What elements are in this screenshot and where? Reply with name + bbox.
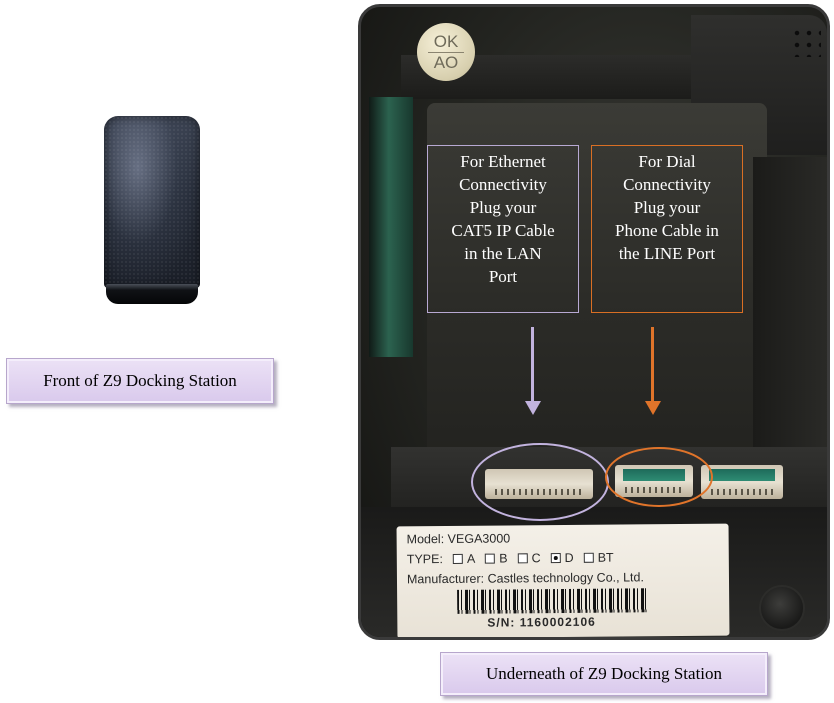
type-b-checkbox: [485, 553, 496, 564]
ethernet-instruction-text: For Ethernet Connectivity Plug your CAT5…: [451, 152, 555, 286]
model-value: VEGA3000: [447, 531, 511, 547]
serial-number: S/N: 1160002106: [487, 614, 596, 630]
underneath-caption: Underneath of Z9 Docking Station: [440, 652, 768, 696]
ethernet-arrow-shaft: [531, 327, 534, 405]
extra-port: [701, 465, 783, 499]
vent-dots: [791, 27, 821, 57]
dial-arrow-head: [644, 401, 661, 415]
type-b-label: B: [499, 551, 508, 566]
body-texture: [104, 116, 200, 288]
extra-port-insert: [709, 469, 775, 481]
barcode: [457, 588, 648, 614]
type-d-checkbox: [550, 553, 561, 564]
product-label-sticker: Model: VEGA3000 TYPE: A B C D BT Manufac…: [396, 523, 730, 637]
type-row: TYPE: A B C D BT: [407, 551, 614, 567]
dial-instruction-text: For Dial Connectivity Plug your Phone Ca…: [615, 152, 719, 263]
type-bt-checkbox: [583, 552, 594, 563]
ok-sticker-divider: [428, 51, 464, 53]
type-a-label: A: [466, 551, 476, 566]
rubber-foot: [759, 585, 805, 631]
type-a-checkbox: [452, 553, 463, 564]
model-prefix: Model:: [406, 532, 445, 547]
underneath-docking-station-image: OK AO For Ethernet Connectivity Plug you…: [358, 4, 830, 640]
ok-sticker: OK AO: [417, 23, 475, 81]
docking-station-body: [104, 116, 200, 288]
model-row: Model: VEGA3000: [407, 531, 511, 546]
docking-station-base: [106, 284, 198, 304]
line-port-highlight-ring: [605, 447, 713, 507]
type-prefix: TYPE:: [406, 552, 443, 567]
center-panel: [427, 103, 767, 455]
dial-instruction-box: For Dial Connectivity Plug your Phone Ca…: [591, 145, 743, 313]
front-caption-text: Front of Z9 Docking Station: [43, 371, 237, 390]
ok-sticker-bottom-text: AO: [433, 52, 459, 72]
ethernet-arrow-head: [524, 401, 541, 415]
right-rail: [753, 157, 827, 487]
extra-port-pins: [711, 489, 773, 495]
ok-sticker-top-text: OK: [433, 31, 459, 51]
type-c-label: C: [531, 551, 541, 566]
lan-port-highlight-ring: [471, 443, 609, 521]
dial-arrow-shaft: [651, 327, 654, 405]
ethernet-instruction-box: For Ethernet Connectivity Plug your CAT5…: [427, 145, 579, 313]
manufacturer-row: Manufacturer: Castles technology Co., Lt…: [406, 570, 644, 587]
type-bt-label: BT: [597, 550, 614, 565]
type-d-label: D: [564, 550, 574, 565]
front-docking-station-image: [104, 116, 200, 306]
underneath-caption-text: Underneath of Z9 Docking Station: [485, 664, 723, 683]
left-connector-strip: [369, 97, 413, 357]
front-caption: Front of Z9 Docking Station: [6, 358, 274, 404]
type-c-checkbox: [517, 553, 528, 564]
